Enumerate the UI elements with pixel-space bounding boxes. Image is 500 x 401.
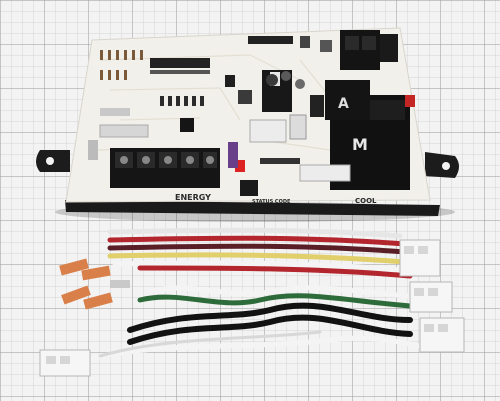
wire-harness	[77, 227, 443, 365]
terminal-block-left	[110, 148, 220, 188]
svg-text:A: A	[338, 96, 349, 112]
status-led-housing	[240, 180, 258, 196]
plug-connectors	[39, 239, 465, 377]
resistor-rows	[100, 50, 204, 106]
mounting-tab-right	[425, 152, 459, 178]
board-label-right: COOL	[355, 197, 377, 205]
board-base	[65, 200, 440, 216]
relay-small	[340, 30, 398, 70]
relay-mid: A	[325, 80, 370, 120]
svg-text:M: M	[352, 135, 368, 154]
mounting-hole-right	[442, 162, 450, 170]
header-connector	[299, 164, 351, 182]
terminal-connector-purple	[228, 142, 238, 168]
mounting-hole-left	[46, 157, 54, 165]
spade-terminals	[59, 258, 130, 310]
board-label-left: ENERGY	[175, 193, 211, 202]
board-label-mid: STATUS CODE	[252, 199, 291, 205]
small-components	[88, 36, 332, 172]
